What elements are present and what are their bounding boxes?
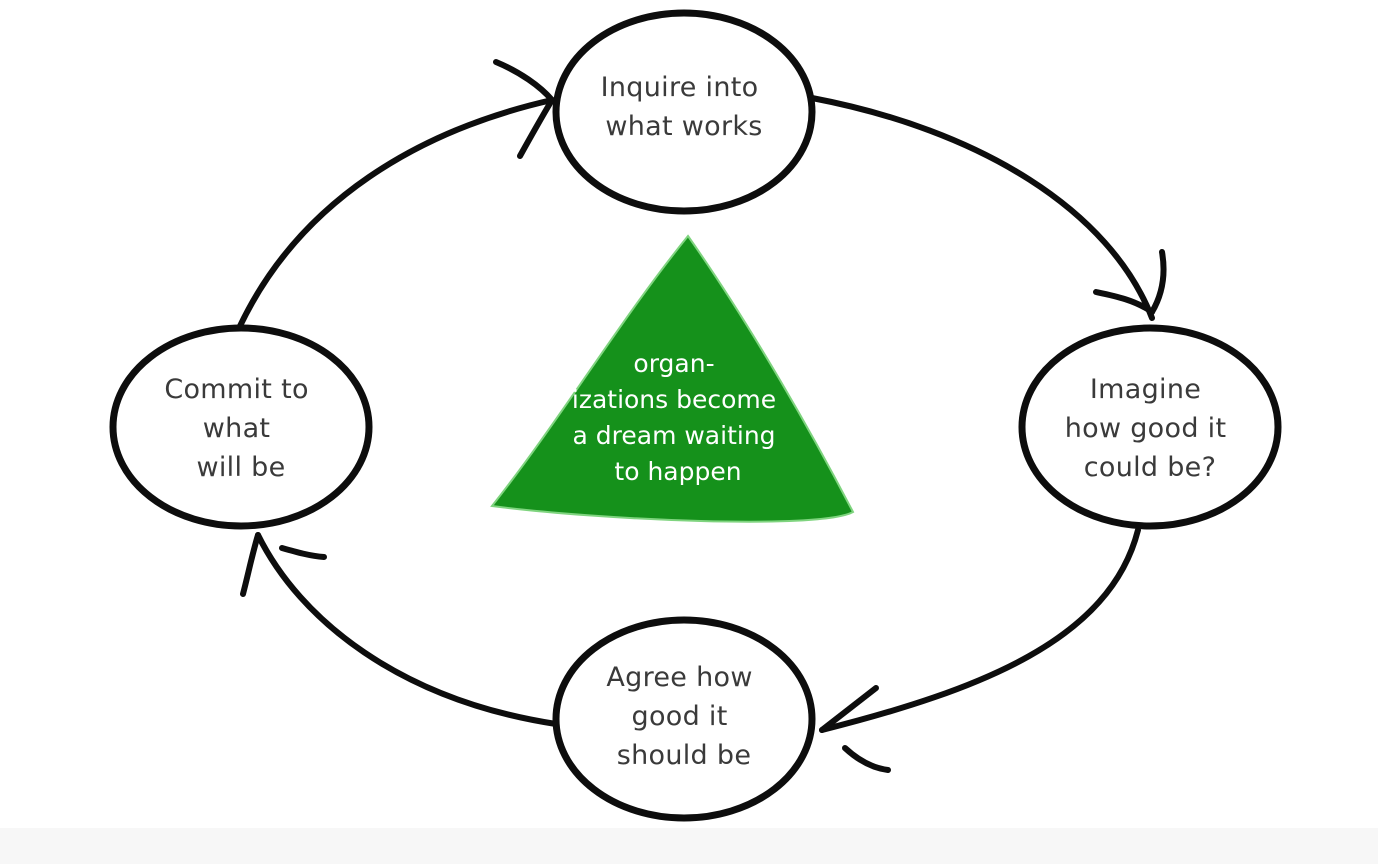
arrowhead-inquire: [493, 59, 555, 159]
bottom-band: [0, 828, 1378, 864]
node-commit: Commit to what will be: [109, 324, 373, 530]
arrowhead-agree: [819, 685, 891, 773]
node-inquire-label: Inquire into what works: [601, 72, 768, 142]
center-line: to happen: [614, 457, 741, 486]
node-imagine-label: Imagine how good it could be?: [1065, 374, 1235, 483]
node-inquire: Inquire into what works: [552, 9, 816, 215]
node-commit-label: Commit to what will be: [164, 374, 317, 483]
arc-commit-to-inquire: [237, 97, 555, 329]
center-line: izations become: [572, 385, 776, 414]
cycle-diagram: organ- izations become a dream waiting t…: [109, 9, 1282, 822]
node-agree: Agree how good it should be: [552, 616, 816, 822]
center-line: a dream waiting: [573, 421, 776, 450]
node-imagine: Imagine how good it could be?: [1018, 324, 1282, 530]
arc-agree-to-commit: [255, 532, 559, 727]
arrowhead-commit: [240, 532, 327, 597]
arrowhead-imagine: [1093, 249, 1167, 315]
center-line: organ-: [633, 349, 714, 378]
arc-imagine-to-agree: [819, 527, 1141, 733]
arc-inquire-to-imagine: [809, 95, 1155, 321]
center-triangle: [490, 234, 855, 523]
node-agree-label: Agree how good it should be: [606, 662, 761, 771]
center-text: organ- izations become a dream waiting t…: [572, 349, 784, 486]
